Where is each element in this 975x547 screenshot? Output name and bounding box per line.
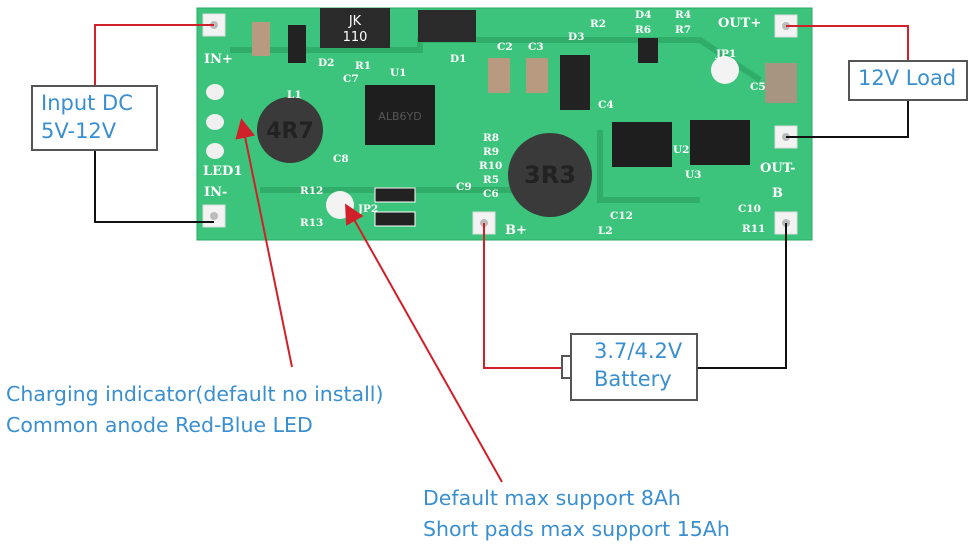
ref-r9: R9 <box>483 146 499 158</box>
ref-d1: D1 <box>450 53 466 65</box>
wire-battery-positive <box>483 223 562 369</box>
led-note: Charging indicator(default no install) C… <box>6 379 383 441</box>
led-arrow <box>235 118 293 368</box>
label-out-plus: OUT+ <box>718 16 761 31</box>
label-in-minus: IN- <box>204 185 227 200</box>
wire-input-negative <box>94 150 214 223</box>
jumper-arrow <box>345 203 503 483</box>
label-b-minus: B <box>772 186 783 201</box>
battery-voltage: 3.7/4.2V <box>594 339 683 363</box>
ref-jp2: JP2 <box>357 203 378 215</box>
ref-c4: C4 <box>598 99 614 111</box>
label-in-plus: IN+ <box>204 52 233 67</box>
ref-r5: R5 <box>483 174 499 186</box>
ref-l1: L1 <box>287 89 302 101</box>
jumper-note-line1: Default max support 8Ah <box>423 486 681 510</box>
ref-u1: U1 <box>390 67 406 79</box>
battery-box: 3.7/4.2V Battery <box>570 333 698 401</box>
ref-u2: U2 <box>673 144 689 156</box>
ref-d2: D2 <box>318 57 334 69</box>
input-dc-box: Input DC 5V-12V <box>31 85 158 151</box>
ref-c5: C5 <box>750 81 766 93</box>
led-note-line2: Common anode Red-Blue LED <box>6 413 313 437</box>
input-dc-label: Input DC <box>41 91 133 115</box>
ref-c7: C7 <box>343 73 359 85</box>
label-led1: LED1 <box>203 164 242 179</box>
ref-u3: U3 <box>685 169 701 181</box>
ref-r6: R6 <box>635 24 651 36</box>
load-label: 12V Load <box>858 66 957 90</box>
ref-jp1: JP1 <box>715 48 736 60</box>
label-out-minus: OUT- <box>760 161 796 176</box>
ref-r10: R10 <box>479 160 502 172</box>
wire-input-positive <box>94 24 214 85</box>
ref-r8: R8 <box>483 132 499 144</box>
ref-r12: R12 <box>300 185 323 197</box>
r1-marking-1: JK <box>348 14 362 29</box>
ref-c6: C6 <box>483 188 499 200</box>
inductor-l2 <box>508 133 592 217</box>
ref-r2: R2 <box>590 18 606 30</box>
u1-chip <box>365 85 435 145</box>
ref-r4: R4 <box>675 9 691 21</box>
ref-c10: C10 <box>738 203 761 215</box>
led-note-line1: Charging indicator(default no install) <box>6 382 384 406</box>
ref-d4: D4 <box>635 9 651 21</box>
ref-r13: R13 <box>300 217 323 229</box>
u1-marking: ALB6YD <box>378 110 421 123</box>
ref-c12: C12 <box>610 210 633 222</box>
input-dc-range: 5V-12V <box>41 119 117 143</box>
wire-load-negative <box>786 100 909 138</box>
ref-c9: C9 <box>456 181 472 193</box>
ref-c2: C2 <box>497 41 513 53</box>
battery-label: Battery <box>594 367 672 391</box>
ref-c8: C8 <box>333 153 349 165</box>
l1-marking: 4R7 <box>266 119 314 144</box>
inductor-l1 <box>257 97 323 163</box>
ref-r11: R11 <box>742 223 765 235</box>
wire-load-positive <box>786 25 909 60</box>
jumper-note: Default max support 8Ah Short pads max s… <box>423 483 730 545</box>
r1-marking-2: 110 <box>343 30 368 45</box>
ref-c3: C3 <box>528 41 544 53</box>
wire-battery-negative <box>697 223 787 369</box>
ref-r7: R7 <box>675 24 691 36</box>
ref-l2: L2 <box>598 225 613 237</box>
jumper-note-line2: Short pads max support 15Ah <box>423 517 730 541</box>
ref-designators: D1 D2 D3 D4 R1 R2 R4 R6 R7 R8 R9 R10 R5 … <box>287 9 766 237</box>
load-box: 12V Load <box>848 60 968 101</box>
ref-d3: D3 <box>568 31 584 43</box>
ref-r1: R1 <box>355 60 371 72</box>
label-b-plus: B+ <box>505 223 527 238</box>
l2-marking: 3R3 <box>524 161 576 189</box>
